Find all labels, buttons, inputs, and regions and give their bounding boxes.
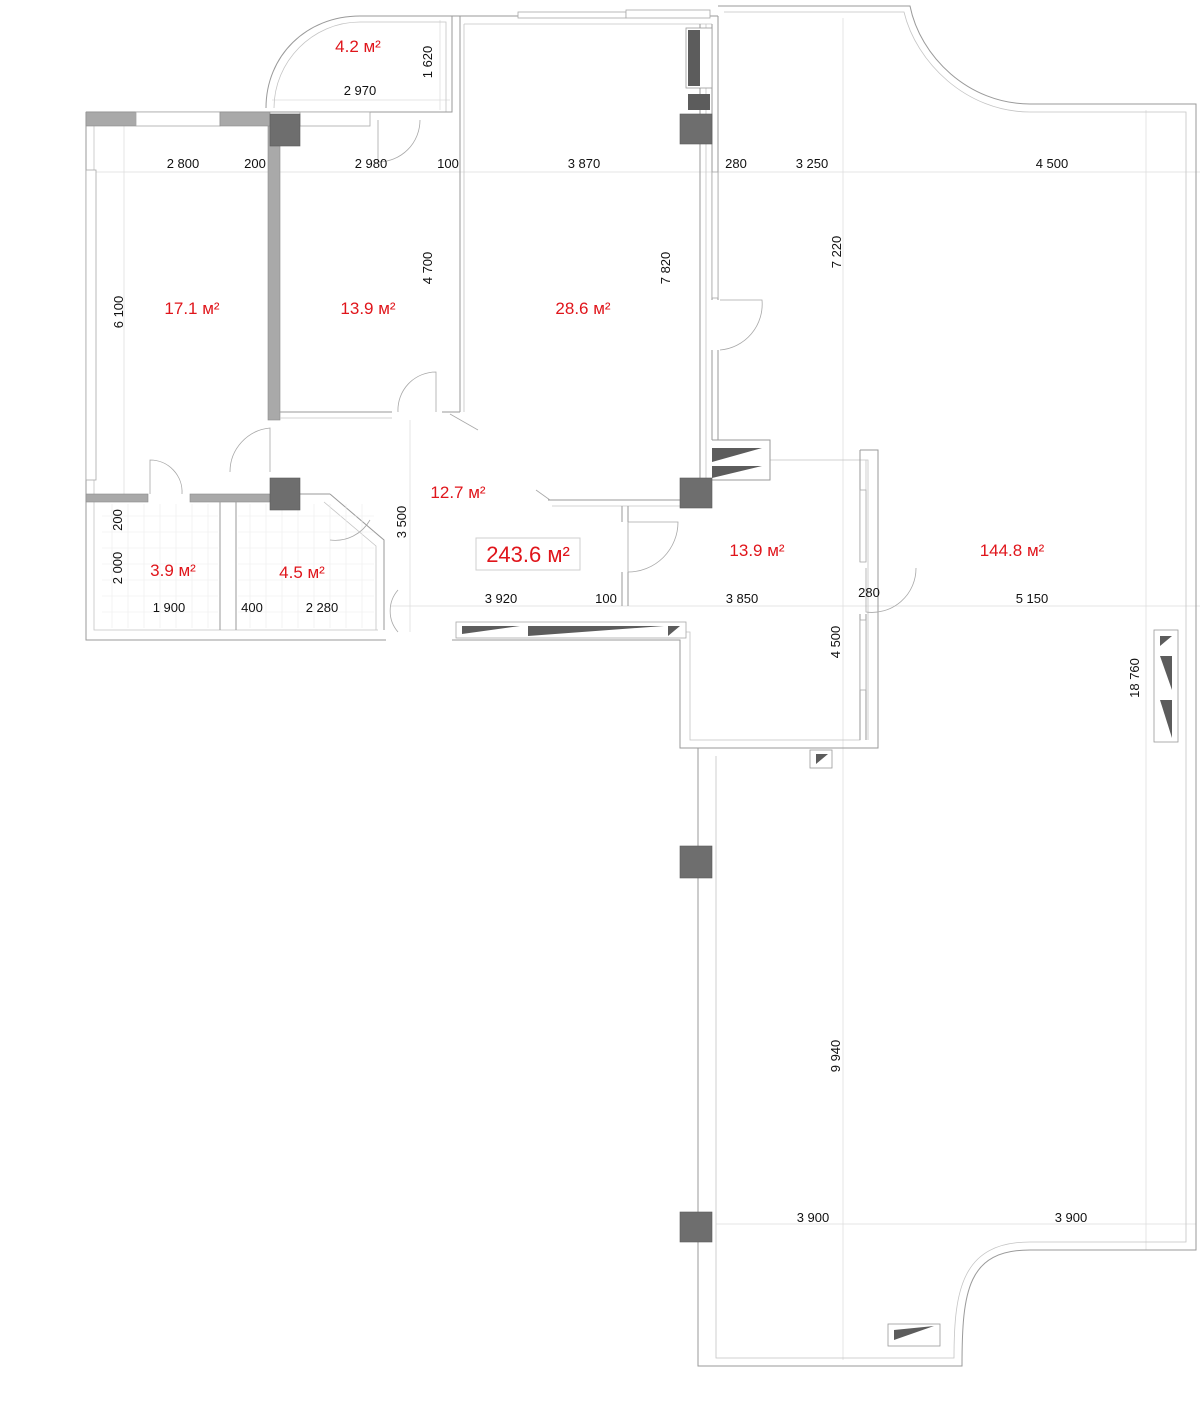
bathroom-tiles [102, 504, 374, 628]
dimension-label: 3 870 [568, 156, 601, 171]
dimension-label: 280 [858, 585, 880, 600]
area-label-bath-1: 3.9 м² [150, 561, 196, 580]
total-area: 243.6 м² [475, 537, 581, 571]
dimension-label: 4 500 [828, 626, 843, 659]
dimension-labels: 1 620 2 970 2 800 200 2 980 100 3 870 28… [110, 46, 1142, 1225]
room-areas: 4.2 м² 17.1 м² 13.9 м² 28.6 м² 12.7 м² 3… [150, 37, 1044, 582]
dimension-label: 2 000 [110, 552, 125, 585]
top-balcony [265, 15, 453, 112]
dimension-label: 280 [725, 156, 747, 171]
dimension-label: 2 800 [167, 156, 200, 171]
dimension-label: 3 900 [1055, 1210, 1088, 1225]
windows [85, 9, 867, 691]
dimension-label: 3 850 [726, 591, 759, 606]
dimension-label: 3 920 [485, 591, 518, 606]
ducts [462, 27, 1179, 1347]
dimension-label: 400 [241, 600, 263, 615]
area-label-room-left: 17.1 м² [164, 299, 219, 318]
dimension-label: 2 980 [355, 156, 388, 171]
dimension-label: 9 940 [828, 1040, 843, 1073]
dimension-label: 1 900 [153, 600, 186, 615]
dimension-label: 100 [595, 591, 617, 606]
dimension-label: 5 150 [1016, 591, 1049, 606]
dimension-label: 100 [437, 156, 459, 171]
exterior-walls [85, 5, 1197, 1367]
area-label-room-large: 28.6 м² [555, 299, 610, 318]
dimension-label: 4 700 [420, 252, 435, 285]
guide-lines [95, 18, 1200, 1360]
total-area-label: 243.6 м² [486, 542, 570, 567]
dimension-label: 3 900 [797, 1210, 830, 1225]
dimension-label: 200 [110, 509, 125, 531]
dimension-label: 200 [244, 156, 266, 171]
area-label-room-center: 13.9 м² [729, 541, 784, 560]
dimension-label: 7 220 [829, 236, 844, 269]
dimension-label: 2 280 [306, 600, 339, 615]
columns [269, 113, 713, 1243]
dimension-label: 2 970 [344, 83, 377, 98]
doors [149, 119, 917, 633]
area-label-hall: 12.7 м² [430, 483, 485, 502]
dimension-label: 18 760 [1127, 658, 1142, 698]
area-label-balcony-top: 4.2 м² [335, 37, 381, 56]
dimension-label: 3 500 [394, 506, 409, 539]
dimension-label: 4 500 [1036, 156, 1069, 171]
dimension-label: 3 250 [796, 156, 829, 171]
dimension-label: 6 100 [111, 296, 126, 329]
area-label-room-mid: 13.9 м² [340, 299, 395, 318]
dimension-label: 7 820 [658, 252, 673, 285]
dimension-label: 1 620 [420, 46, 435, 79]
area-label-terrace: 144.8 м² [980, 541, 1045, 560]
area-label-bath-2: 4.5 м² [279, 563, 325, 582]
